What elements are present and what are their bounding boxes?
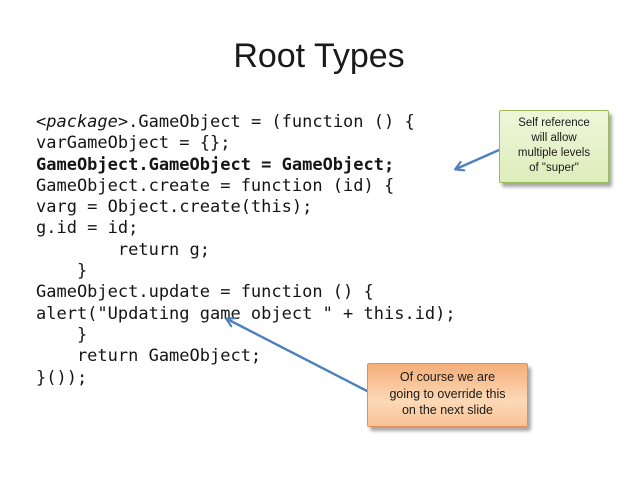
code-line: GameObject.GameObject = GameObject; bbox=[36, 154, 395, 175]
callout-override: Of course we are going to override this … bbox=[367, 363, 528, 427]
code-line: alert("Updating game object " + this.id)… bbox=[36, 303, 456, 324]
callout-self-reference: Self reference will allow multiple level… bbox=[499, 110, 609, 183]
page-title: Root Types bbox=[233, 37, 405, 75]
code-line: g.id = id; bbox=[36, 218, 139, 239]
code-line: return g; bbox=[36, 239, 210, 260]
code-line: GameObject.create = function (id) { bbox=[36, 175, 395, 196]
code-line: <package>.GameObject = (function () { bbox=[36, 112, 415, 132]
code-line: varg = Object.create(this); bbox=[36, 197, 313, 218]
code-line: } bbox=[36, 324, 88, 345]
code-line: GameObject.update = function () { bbox=[36, 282, 374, 303]
code-block: <package>.GameObject = (function () {var… bbox=[36, 112, 456, 389]
code-line: varGameObject = {}; bbox=[36, 133, 231, 154]
code-line: }()); bbox=[36, 367, 88, 388]
code-line: } bbox=[36, 261, 88, 282]
arrow-self-reference-icon bbox=[453, 148, 501, 172]
